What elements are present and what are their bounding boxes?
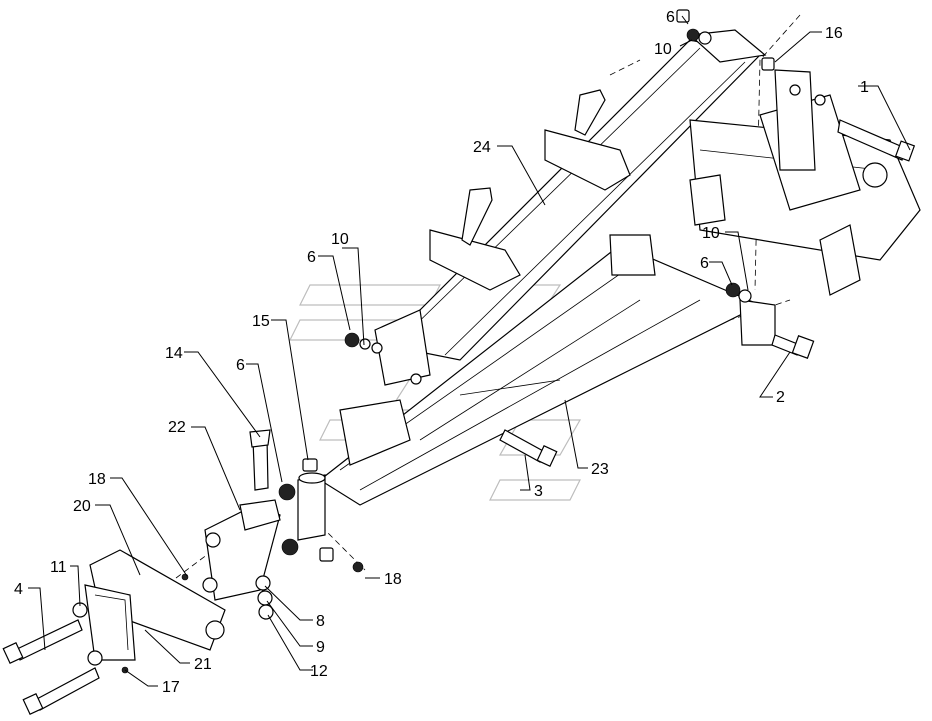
callout-24: 24: [473, 139, 491, 156]
callout-16: 16: [825, 25, 843, 42]
callout-18-top: 18: [88, 471, 106, 488]
rear-frame: [689, 69, 921, 296]
callout-22: 22: [168, 419, 186, 436]
callout-9: 9: [316, 639, 325, 656]
callout-17: 17: [162, 679, 180, 696]
callout-12: 12: [310, 663, 328, 680]
leader-lines: [28, 15, 911, 687]
front-post: [297, 399, 411, 541]
callout-2: 2: [776, 389, 785, 406]
callout-21: 21: [194, 656, 212, 673]
callout-10-top: 10: [654, 41, 672, 58]
callout-20: 20: [73, 498, 91, 515]
callout-10-mid: 10: [331, 231, 349, 248]
callout-6-top: 6: [666, 9, 675, 26]
callout-23: 23: [591, 461, 609, 478]
callout-3: 3: [534, 483, 543, 500]
bolts: [2, 119, 916, 716]
nuts-washers: [72, 9, 775, 674]
callout-4: 4: [14, 581, 23, 598]
callout-6-right: 6: [700, 255, 709, 272]
callout-15: 15: [252, 313, 270, 330]
callout-14: 14: [165, 345, 183, 362]
pin-14: [249, 429, 271, 491]
callout-11: 11: [50, 559, 67, 576]
drawbar-20: [84, 549, 226, 661]
callout-1: 1: [860, 79, 869, 96]
lower-frame-23: [318, 234, 776, 506]
callout-10-right: 10: [702, 225, 720, 242]
callout-6-mid: 6: [307, 249, 316, 266]
callout-6-left: 6: [236, 357, 245, 374]
callout-8: 8: [316, 613, 325, 630]
shank-brackets: [429, 89, 631, 291]
callout-18-bottom: 18: [384, 571, 402, 588]
callouts: 6 10 16 1 24 10 6 10 6 15 14 6 2 22 23 1…: [14, 9, 869, 696]
